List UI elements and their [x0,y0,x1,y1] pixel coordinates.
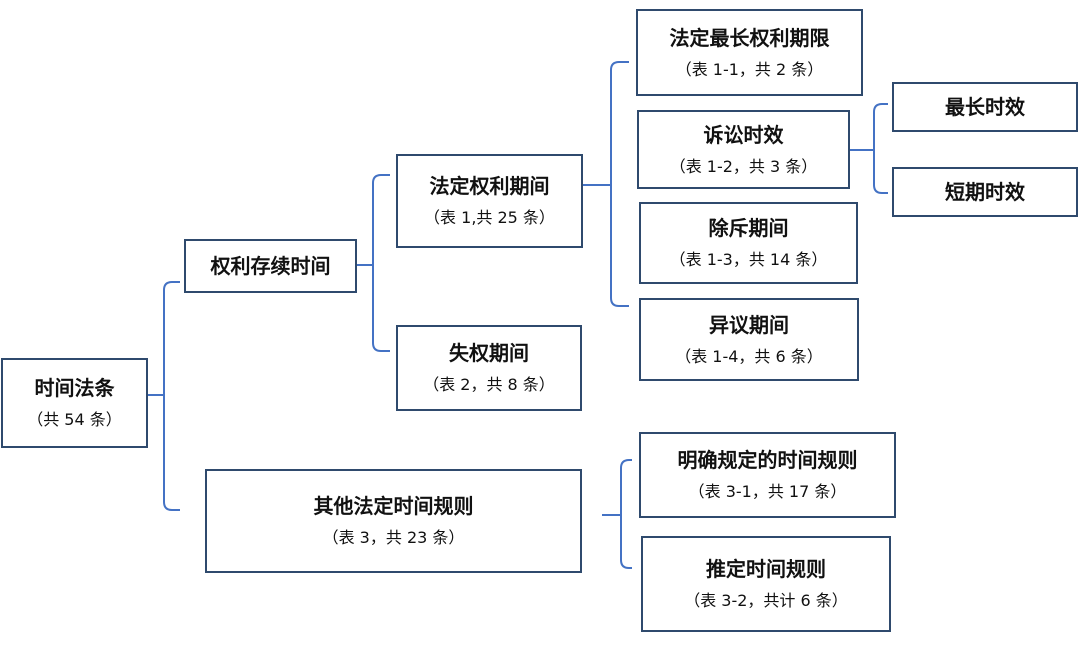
node-subtitle: （表 3，共 23 条） [322,528,465,548]
node-objection-period: 异议期间 （表 1-4，共 6 条） [639,298,859,381]
node-title: 异议期间 [709,312,789,337]
node-title: 除斥期间 [708,216,789,241]
node-title: 法定权利期间 [429,174,550,199]
node-title: 最长时效 [945,95,1025,119]
node-subtitle: （表 1-4，共 6 条） [675,346,823,366]
node-title: 权利存续时间 [210,254,331,278]
node-limitation: 诉讼时效 （表 1-2，共 3 条） [637,110,850,189]
node-root: 时间法条 （共 54 条） [1,358,148,448]
node-presumed-time-rules: 推定时间规则 （表 3-2，共计 6 条） [641,536,891,632]
node-subtitle: （表 1-2，共 3 条） [669,156,818,176]
node-title: 推定时间规则 [706,557,826,582]
node-subtitle: （表 1-1，共 2 条） [675,59,824,79]
node-title: 时间法条 [34,376,115,401]
node-title: 失权期间 [449,341,529,366]
node-loss-of-rights-period: 失权期间 （表 2，共 8 条） [396,325,582,411]
node-max-rights-term: 法定最长权利期限 （表 1-1，共 2 条） [636,9,863,96]
node-exclusion-period: 除斥期间 （表 1-3，共 14 条） [639,202,858,284]
node-subtitle: （表 3-1，共 17 条） [688,482,847,502]
node-short-limitation: 短期时效 [892,167,1078,217]
node-title: 法定最长权利期限 [669,25,830,50]
node-longest-limitation: 最长时效 [892,82,1078,132]
node-subtitle: （表 2，共 8 条） [423,375,555,395]
node-title: 其他法定时间规则 [313,494,474,519]
node-rights-duration: 权利存续时间 [184,239,357,293]
node-title: 短期时效 [945,180,1025,204]
bracket-statutory-period [583,61,629,307]
node-subtitle: （表 1,共 25 条） [424,208,555,228]
node-title: 诉讼时效 [703,122,784,147]
node-title: 明确规定的时间规则 [677,448,858,473]
node-explicit-time-rules: 明确规定的时间规则 （表 3-1，共 17 条） [639,432,896,518]
bracket-other-rules [602,459,632,569]
bracket-root [148,281,180,511]
bracket-limitation [850,103,888,194]
bracket-rights-duration [357,174,390,352]
node-subtitle: （共 54 条） [27,410,122,430]
node-statutory-rights-period: 法定权利期间 （表 1,共 25 条） [396,154,583,248]
node-subtitle: （表 3-2，共计 6 条） [684,591,848,611]
node-other-time-rules: 其他法定时间规则 （表 3，共 23 条） [205,469,582,573]
node-subtitle: （表 1-3，共 14 条） [669,250,828,270]
